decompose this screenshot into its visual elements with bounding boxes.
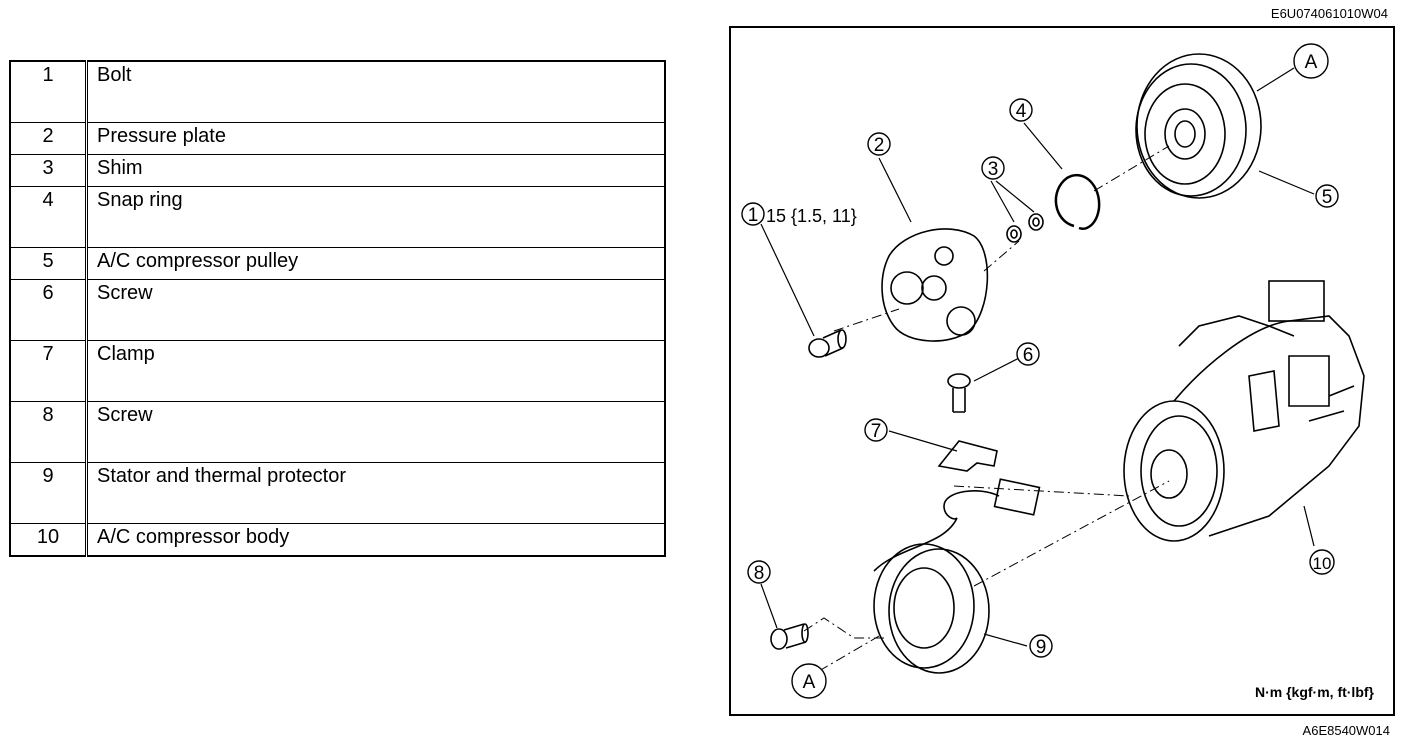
leader-line bbox=[983, 633, 1028, 647]
callout-number: 8 bbox=[754, 563, 765, 584]
diagram-frame bbox=[729, 26, 1395, 716]
callout-number: 5 bbox=[1322, 187, 1333, 208]
stator-part bbox=[873, 543, 990, 674]
callout-number: 3 bbox=[988, 159, 999, 180]
callout-circle bbox=[981, 156, 1005, 180]
shim-part bbox=[1006, 213, 1044, 243]
part-name: Clamp bbox=[86, 340, 666, 402]
callout-circle bbox=[1309, 549, 1335, 575]
pressure-plate-part bbox=[881, 228, 989, 342]
callout-circle bbox=[1029, 634, 1053, 658]
leader-line bbox=[878, 157, 912, 223]
assembly-axis-line bbox=[973, 480, 1170, 587]
callout-circle bbox=[741, 202, 765, 226]
table-row: 1 Bolt bbox=[9, 60, 666, 123]
parts-table: 1 Bolt 2 Pressure plate 3 Shim 4 Snap ri… bbox=[9, 60, 666, 557]
callout-circle bbox=[864, 418, 888, 442]
callout-number: 2 bbox=[874, 135, 885, 156]
callout-number: 7 bbox=[871, 421, 882, 442]
leader-line bbox=[973, 357, 1020, 382]
callout-circle bbox=[1016, 342, 1040, 366]
part-name: Bolt bbox=[86, 60, 666, 123]
exploded-view-diagram: 1 2 3 4 5 6 7 8 9 10 A A 15 {1.5, 11} N·… bbox=[741, 43, 1375, 700]
callout-circle bbox=[747, 560, 771, 584]
compressor-body-part bbox=[1123, 280, 1365, 542]
leader-line bbox=[1303, 505, 1315, 547]
part-name: Snap ring bbox=[86, 186, 666, 248]
callout-number: 1 bbox=[748, 205, 759, 226]
document-code-top: E6U074061010W04 bbox=[1270, 6, 1388, 21]
part-number: 10 bbox=[9, 523, 88, 557]
leader-line bbox=[995, 180, 1035, 213]
table-row: 3 Shim bbox=[9, 154, 666, 187]
part-name: A/C compressor pulley bbox=[86, 247, 666, 280]
assembly-axis-line bbox=[833, 308, 900, 332]
table-row: 6 Screw bbox=[9, 279, 666, 341]
part-number: 5 bbox=[9, 247, 88, 280]
clamp-part bbox=[937, 440, 998, 472]
leader-line bbox=[1256, 67, 1295, 92]
part-name: Stator and thermal protector bbox=[86, 462, 666, 524]
table-row: 8 Screw bbox=[9, 401, 666, 463]
part-number: 1 bbox=[9, 60, 88, 123]
reference-mark-circle bbox=[1293, 43, 1329, 79]
table-row: 9 Stator and thermal protector bbox=[9, 462, 666, 524]
part-number: 9 bbox=[9, 462, 88, 524]
callout-number: 9 bbox=[1036, 637, 1047, 658]
callout-circle bbox=[1009, 98, 1033, 122]
callout-number: 10 bbox=[1313, 554, 1332, 573]
table-row: 7 Clamp bbox=[9, 340, 666, 402]
leader-line bbox=[1258, 170, 1315, 195]
bolt-part bbox=[808, 329, 847, 358]
leader-line bbox=[888, 430, 958, 452]
snap-ring-part bbox=[1054, 173, 1101, 230]
part-number: 3 bbox=[9, 154, 88, 187]
leader-line bbox=[760, 583, 778, 629]
torque-units-note: N·m {kgf·m, ft·lbf} bbox=[1255, 684, 1375, 700]
table-row: 4 Snap ring bbox=[9, 186, 666, 248]
screw-part bbox=[947, 373, 971, 413]
part-number: 4 bbox=[9, 186, 88, 248]
reference-mark-label: A bbox=[803, 672, 816, 693]
table-row: 5 A/C compressor pulley bbox=[9, 247, 666, 280]
leader-line bbox=[990, 180, 1015, 223]
part-name: Screw bbox=[86, 279, 666, 341]
callout-circle bbox=[1315, 184, 1339, 208]
part-number: 7 bbox=[9, 340, 88, 402]
table-row: 2 Pressure plate bbox=[9, 122, 666, 155]
part-number: 8 bbox=[9, 401, 88, 463]
assembly-axis-line bbox=[983, 240, 1020, 272]
assembly-axis-line bbox=[953, 485, 1130, 497]
part-name: Shim bbox=[86, 154, 666, 187]
leader-line bbox=[1023, 122, 1063, 170]
callout-circle bbox=[867, 132, 891, 156]
part-name: A/C compressor body bbox=[86, 523, 666, 557]
table-row: 10 A/C compressor body bbox=[9, 523, 666, 557]
callout-number: 6 bbox=[1023, 345, 1034, 366]
screw-part bbox=[770, 623, 809, 650]
part-name: Pressure plate bbox=[86, 122, 666, 155]
document-code-bottom: A6E8540W014 bbox=[1302, 723, 1390, 738]
part-number: 2 bbox=[9, 122, 88, 155]
part-name: Screw bbox=[86, 401, 666, 463]
callout-number: 4 bbox=[1016, 101, 1027, 122]
assembly-axis-line bbox=[1093, 145, 1170, 192]
compressor-pulley-part bbox=[1135, 53, 1262, 199]
reference-mark-label: A bbox=[1305, 52, 1318, 73]
leader-line bbox=[760, 223, 815, 337]
reference-mark-circle bbox=[791, 663, 827, 699]
part-number: 6 bbox=[9, 279, 88, 341]
connector-part bbox=[873, 478, 1041, 572]
assembly-axis-line bbox=[803, 617, 884, 639]
torque-spec: 15 {1.5, 11} bbox=[766, 206, 857, 226]
assembly-axis-line bbox=[818, 635, 880, 672]
